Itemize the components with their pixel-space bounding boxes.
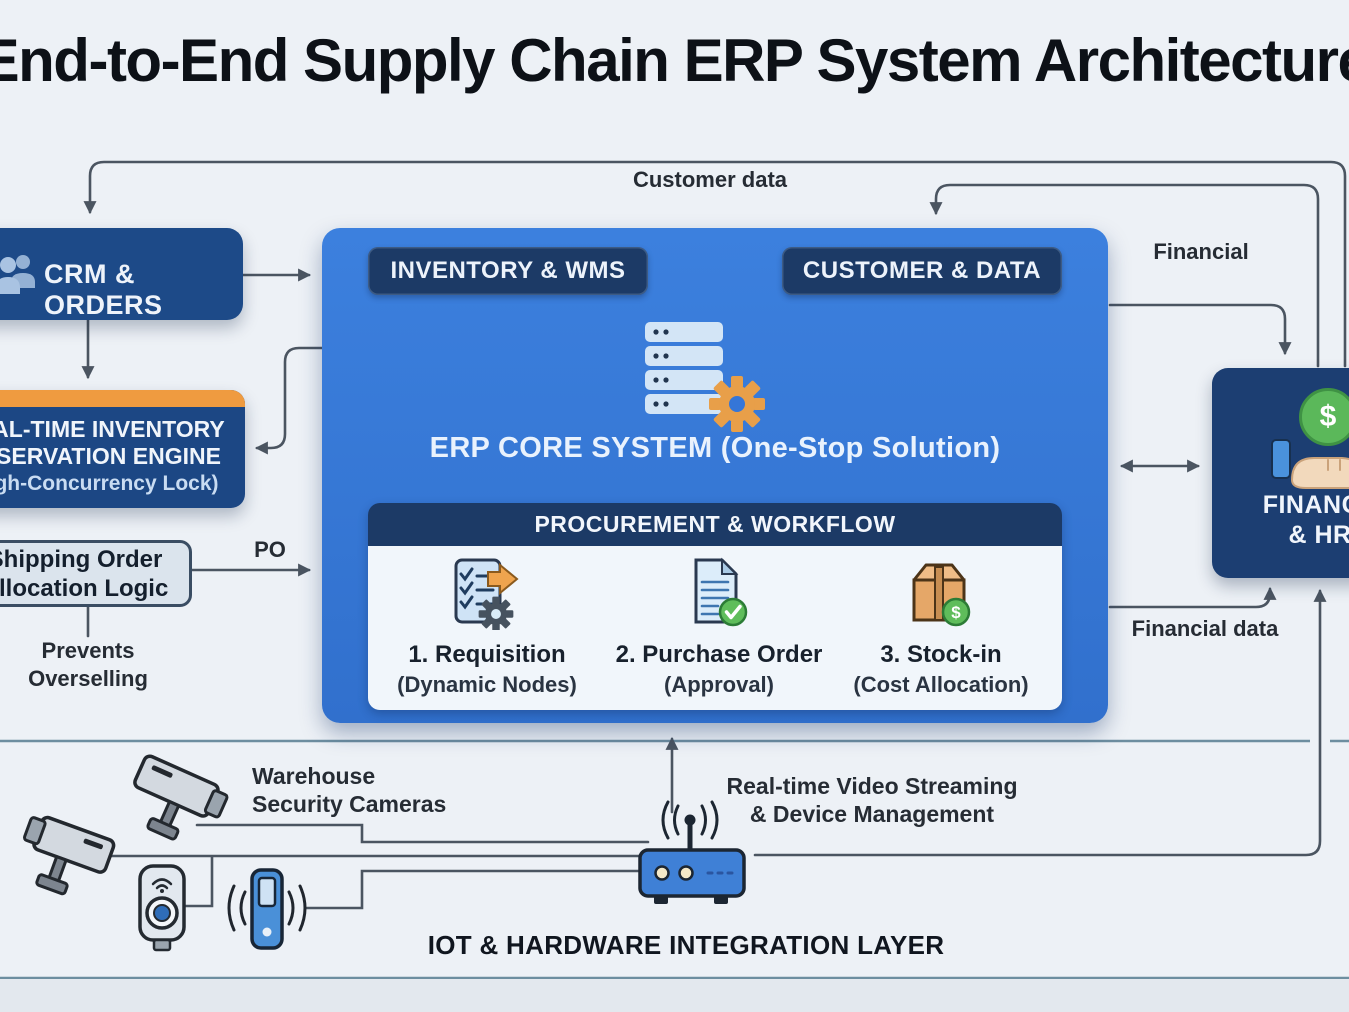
line-camera2-to-router	[195, 823, 650, 844]
crm-orders-label: CRM & ORDERS	[44, 259, 163, 320]
step3-subtitle: (Cost Allocation)	[853, 672, 1029, 697]
server-gear-icon	[645, 322, 765, 432]
engine-label-line3: (High-Concurrency Lock)	[0, 472, 219, 495]
procurement-panel: PROCUREMENT & WORKFLOW	[368, 503, 1062, 710]
inventory-reservation-engine-box: REAL-TIME INVENTORY RESERVATION ENGINE (…	[0, 390, 245, 508]
dollar-circle-icon	[941, 597, 971, 627]
warehouse-cameras-label: Warehouse Security Cameras	[252, 763, 447, 817]
small-gear-icon	[478, 596, 514, 632]
hand-money-icon	[1271, 439, 1349, 489]
dollar-coin-icon: $	[1299, 388, 1349, 446]
inventory-wms-label: INVENTORY & WMS	[390, 257, 626, 284]
requisition-icon	[454, 558, 519, 632]
step3-title: 3. Stock-in	[880, 641, 1002, 668]
procurement-header: PROCUREMENT & WORKFLOW	[368, 503, 1062, 546]
svg-text:$: $	[951, 603, 961, 622]
step1-subtitle: (Dynamic Nodes)	[397, 672, 577, 697]
po-label: PO	[254, 537, 286, 562]
customer-data-label: Customer data	[632, 167, 788, 192]
router-icon	[638, 800, 746, 904]
erp-core-title: ERP CORE SYSTEM (One-Stop Solution)	[429, 432, 1001, 464]
stock-in-box-icon: $	[912, 563, 971, 627]
page-title: End-to-End Supply Chain ERP System Archi…	[0, 27, 1349, 94]
bottom-strip	[0, 979, 1349, 1012]
engine-orange-bar	[0, 390, 245, 407]
crm-orders-box: CRM & ORDERS	[0, 228, 243, 320]
customer-data-pill: CUSTOMER & DATA	[782, 247, 1062, 295]
workflow-step-stock-in: $ 3. Stock-in (Cost Allocation)	[826, 554, 1056, 698]
arrow-erp-to-engine	[254, 346, 324, 455]
gear-icon	[709, 376, 765, 432]
security-camera-icon	[22, 815, 116, 896]
customer-data-pill-label: CUSTOMER & DATA	[802, 257, 1042, 284]
video-streaming-label: Real-time Video Streaming & Device Manag…	[726, 773, 1018, 827]
financial-label: Financial	[1153, 239, 1249, 264]
check-circle-icon	[718, 597, 748, 627]
workflow-step-requisition: 1. Requisition (Dynamic Nodes)	[372, 554, 602, 698]
step1-title: 1. Requisition	[408, 641, 566, 668]
procurement-body: 1. Requisition (Dynamic Nodes)	[368, 546, 1062, 710]
erp-core-box: INVENTORY & WMS CUSTOMER & DATA	[322, 228, 1108, 723]
engine-label-line2: RESERVATION ENGINE	[0, 443, 221, 469]
purchase-order-icon	[694, 557, 748, 627]
workflow-step-purchase-order: 2. Purchase Order (Approval)	[604, 554, 834, 698]
orange-arrow-icon	[487, 562, 519, 596]
prevents-overselling-note: Prevents Overselling	[28, 638, 148, 691]
line-sensor-to-router	[305, 869, 644, 910]
iot-layer-title: IOT & HARDWARE INTEGRATION LAYER	[427, 930, 945, 960]
engine-label-line1: REAL-TIME INVENTORY	[0, 416, 225, 442]
finance-hr-label: FINANCE & HR	[1262, 491, 1349, 549]
step2-subtitle: (Approval)	[664, 672, 774, 697]
wireless-sensor-icon	[227, 868, 307, 950]
doorbell-sensor-icon	[138, 864, 186, 952]
users-icon	[0, 255, 35, 294]
arrow-financial-data-to-finance	[1108, 586, 1277, 609]
shipping-label-line2: Allocation Logic	[0, 574, 169, 602]
arrow-erp-financial-to-finance	[1108, 303, 1292, 356]
step2-title: 2. Purchase Order	[615, 641, 823, 668]
inventory-wms-pill: INVENTORY & WMS	[368, 247, 648, 295]
shipping-label-line1: Shipping Order	[0, 545, 163, 573]
shipping-allocation-box: Shipping Order Allocation Logic	[0, 540, 192, 607]
security-camera-icon	[133, 754, 229, 841]
financial-data-label: Financial data	[1131, 616, 1279, 641]
